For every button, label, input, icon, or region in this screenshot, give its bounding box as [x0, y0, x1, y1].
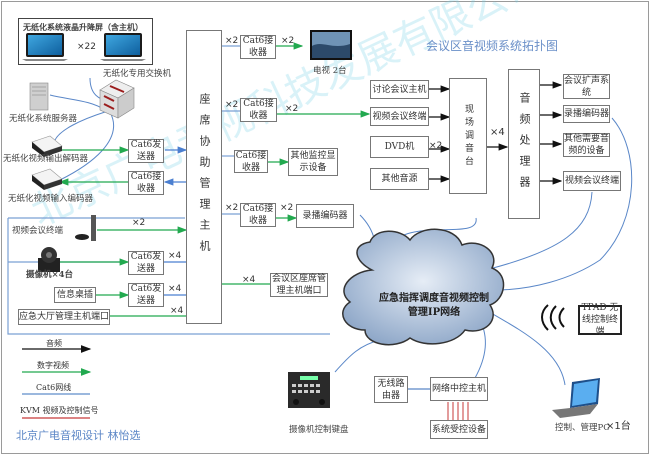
diagram-title: 会议区音视频系统拓扑图 — [426, 39, 559, 53]
camera-keyboard-label: 摄像机控制键盘 — [289, 425, 349, 435]
legend-video-label: 数字视频 — [37, 361, 69, 370]
vc-multiplier: ×2 — [132, 218, 146, 228]
seat-port-multiplier: ×4 — [242, 275, 256, 285]
switch-label: 无纸化专用交换机 — [103, 69, 172, 79]
rx-tv-in-multiplier: ×2 — [225, 36, 239, 46]
network-switch-icon — [99, 79, 135, 119]
paperless-screen-icon — [100, 33, 146, 61]
ptz-camera-icon — [38, 247, 60, 272]
paperless-screen-group-label: 无纸化系统液晶升降屏（含主机） — [23, 22, 143, 32]
server-icon — [29, 82, 49, 111]
recording-encoder: 录播编码器 — [296, 204, 354, 228]
rx-rec-out-multiplier: ×2 — [280, 203, 294, 213]
pc-label: 控制、管理PC — [555, 423, 610, 433]
ip-network-cloud — [342, 228, 505, 346]
cat6-curve — [334, 339, 381, 373]
seat-assist-management-host: 座席协助管理主机 — [186, 30, 222, 324]
tpad-wireless-terminal: TPAD 无线控制终端 — [578, 303, 622, 337]
laptop-icon — [552, 378, 600, 418]
ip-network-label: 应急指挥调度音视频控制管理IP网络 — [379, 293, 489, 318]
vc-terminal-audio-out: 视频会议终端 — [563, 171, 621, 191]
rx-vc-out-multiplier: ×2 — [285, 104, 299, 114]
server-label: 无纸化系统服务器 — [9, 114, 78, 124]
mixer-multiplier: ×4 — [490, 127, 505, 138]
cat6-curve — [49, 94, 106, 111]
dvd-multiplier: ×2 — [429, 141, 443, 151]
cat6-transmitter-3: Cat6发送器 — [128, 283, 164, 307]
legend-kvm-label: KVM 视频及控制信号 — [20, 406, 99, 415]
cat6-curve — [54, 111, 106, 141]
cat6-curve — [494, 117, 633, 291]
cat6-curve — [485, 309, 566, 386]
discussion-host: 讨论会议主机 — [370, 80, 429, 99]
other-monitor-display: 其他监控显示设备 — [288, 148, 338, 176]
vc-terminal-label: 视频会议终端 — [12, 226, 64, 236]
cat6-receiver-recorder: Cat6接收器 — [240, 203, 276, 227]
cat6-loop-line — [7, 218, 330, 335]
other-audio-source: 其他音源 — [370, 168, 429, 190]
cat6-receiver-other: Cat6接收器 — [234, 150, 268, 173]
pc-multiplier: ×1台 — [606, 421, 631, 432]
encoder-icon — [31, 168, 63, 190]
tx3-multiplier: ×4 — [168, 284, 182, 294]
designer-credit: 北京广电音视设计 林怡选 — [16, 429, 141, 442]
controlled-devices: 系统受控设备 — [430, 420, 488, 439]
cat6-receiver-tv: Cat6接收器 — [240, 35, 276, 59]
cat6-transmitter-1: Cat6发送器 — [128, 139, 164, 163]
vc-terminal-audio-in: 视频会议终端 — [370, 107, 429, 126]
recording-encoder-audio: 录播编码器 — [563, 105, 610, 123]
screen-multiplier: ×22 — [77, 42, 96, 52]
cat6-receiver-1: Cat6接收器 — [128, 171, 164, 195]
tx2-multiplier: ×4 — [168, 251, 182, 261]
seat-host-port: 会议区座席管理主机端口 — [270, 273, 328, 297]
tv-label: 电视 2台 — [313, 66, 347, 76]
rx-vc-in-multiplier: ×2 — [225, 100, 239, 110]
legend-audio-label: 音频 — [46, 339, 62, 348]
camera-label: 摄像机×4台 — [26, 270, 74, 280]
vc-terminal-icon — [75, 215, 96, 241]
cat6-transmitter-2: Cat6发送器 — [128, 251, 164, 275]
dvd-player: DVD机 — [370, 136, 429, 158]
paperless-screen-group — [18, 18, 153, 65]
rx-rec-in-multiplier: ×2 — [225, 203, 239, 213]
legend-cat6-label: Cat6网线 — [36, 383, 72, 392]
decoder-icon — [31, 135, 63, 157]
wireless-router: 无线路由器 — [374, 376, 408, 403]
hall-port-multiplier: ×4 — [170, 306, 184, 316]
audio-processor: 音频处理器 — [508, 69, 540, 219]
rx-tv-out-multiplier: ×2 — [281, 36, 295, 46]
wireless-signal-icon — [541, 304, 565, 331]
tv-icon — [310, 30, 352, 60]
camera-keyboard-icon — [288, 372, 330, 408]
pa-system: 会议扩声系统 — [563, 74, 610, 99]
cat6-curve — [492, 191, 593, 269]
cat6-receiver-vc: Cat6接收器 — [240, 98, 277, 122]
cat6-curve — [59, 111, 115, 181]
info-desk-socket: 信息桌插 — [54, 287, 96, 303]
mixer-console: 现场调音台 — [449, 78, 487, 194]
decoder-label: 无纸化视频输出解码器 — [3, 154, 89, 164]
other-audio-devices: 其他需要音频的设备 — [563, 133, 610, 157]
encoder-label: 无纸化视频输入编码器 — [8, 194, 94, 204]
network-central-control: 网络中控主机 — [430, 377, 488, 401]
kvm-lines — [447, 402, 469, 420]
paperless-screen-icon — [22, 33, 68, 61]
hall-host-port: 应急大厅管理主机端口 — [18, 309, 110, 325]
